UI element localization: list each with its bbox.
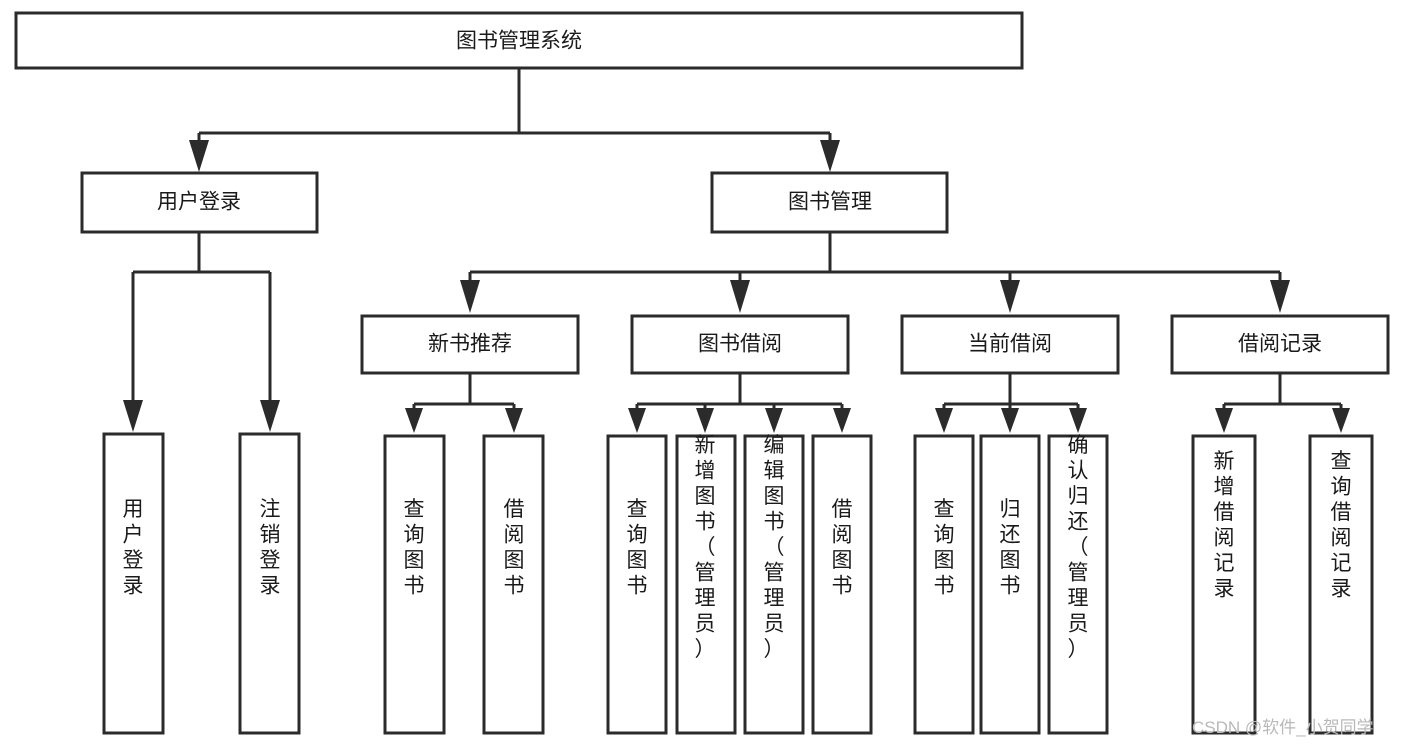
arrow-head-user-login <box>189 140 209 172</box>
node-leaf-edit-book-box[interactable] <box>743 434 805 735</box>
node-leaf-query-book-3-box[interactable] <box>913 434 975 735</box>
node-leaf-query-record[interactable]: 查询借阅记录 <box>1308 434 1374 735</box>
node-leaf-confirm-return-label: 确认归还（管理员） <box>1068 434 1089 661</box>
node-leaf-confirm-return[interactable]: 确认归还（管理员） <box>1047 434 1109 735</box>
node-leaf-user-login-box[interactable] <box>102 432 165 735</box>
node-new-book-recommend-box[interactable] <box>360 314 580 375</box>
node-book-management-label: 图书管理 <box>788 191 872 214</box>
node-leaf-borrow-book-1-box[interactable] <box>482 434 545 735</box>
node-leaf-user-login-label: 用户登录 <box>123 498 144 598</box>
node-root[interactable]: 图书管理系统 <box>14 11 1024 70</box>
node-leaf-query-record-box[interactable] <box>1308 434 1374 735</box>
node-leaf-edit-book[interactable]: 编辑图书（管理员） <box>743 434 805 735</box>
connector-layer <box>123 68 1350 433</box>
node-book-borrow-box[interactable] <box>630 314 850 375</box>
node-current-borrow[interactable]: 当前借阅 <box>900 314 1120 375</box>
node-leaf-query-book-3-label: 查询图书 <box>934 498 955 598</box>
node-borrow-record-label: 借阅记录 <box>1238 333 1322 356</box>
node-leaf-user-login[interactable]: 用户登录 <box>102 432 165 735</box>
arrow-head-leaf-return-book <box>1001 408 1019 433</box>
node-leaf-return-book-box[interactable] <box>979 434 1041 735</box>
node-book-management[interactable]: 图书管理 <box>710 171 949 234</box>
node-leaf-borrow-book-2-label: 借阅图书 <box>832 498 853 598</box>
node-leaf-query-book-1-box[interactable] <box>383 434 446 735</box>
node-leaf-borrow-book-2[interactable]: 借阅图书 <box>811 434 873 735</box>
node-leaf-return-book[interactable]: 归还图书 <box>979 434 1041 735</box>
node-leaf-user-logout-box[interactable] <box>238 432 301 735</box>
node-leaf-query-book-1-label: 查询图书 <box>404 498 425 598</box>
arrow-head-leaf-borrow-book-2 <box>833 408 851 433</box>
arrow-head-leaf-borrow-book-1 <box>505 408 523 433</box>
node-leaf-borrow-book-1[interactable]: 借阅图书 <box>482 434 545 735</box>
arrow-head-leaf-confirm-return <box>1069 408 1087 433</box>
node-leaf-query-book-2[interactable]: 查询图书 <box>606 434 668 735</box>
arrow-head-leaf-add-record <box>1215 408 1233 433</box>
node-leaf-return-book-label: 归还图书 <box>1000 498 1021 598</box>
node-current-borrow-box[interactable] <box>900 314 1120 375</box>
arrow-head-leaf-edit-book <box>765 408 783 433</box>
node-book-management-box[interactable] <box>710 171 949 234</box>
node-leaf-confirm-return-box[interactable] <box>1047 434 1109 735</box>
node-current-borrow-label: 当前借阅 <box>968 333 1052 356</box>
arrow-head-book-management <box>820 140 840 172</box>
node-leaf-query-book-3[interactable]: 查询图书 <box>913 434 975 735</box>
node-leaf-query-record-label: 查询借阅记录 <box>1331 450 1352 601</box>
node-leaf-add-record-box[interactable] <box>1191 434 1257 735</box>
arrow-head-leaf-query-record <box>1332 408 1350 433</box>
watermark-text: CSDN @软件_小贺同学 <box>1192 718 1374 737</box>
node-borrow-record-box[interactable] <box>1170 314 1390 375</box>
node-leaf-user-logout-label: 注销登录 <box>260 498 281 598</box>
arrow-head-leaf-query-book-2 <box>628 408 646 433</box>
arrow-head-leaf-user-login <box>123 400 143 432</box>
node-book-borrow[interactable]: 图书借阅 <box>630 314 850 375</box>
node-user-login-label: 用户登录 <box>157 191 241 214</box>
node-leaf-add-book[interactable]: 新增图书（管理员） <box>675 434 737 735</box>
node-leaf-query-book-2-box[interactable] <box>606 434 668 735</box>
node-new-book-recommend[interactable]: 新书推荐 <box>360 314 580 375</box>
node-leaf-query-book-1[interactable]: 查询图书 <box>383 434 446 735</box>
arrow-head-leaf-query-book-1 <box>405 408 423 433</box>
leaf-layer: 用户登录 注销登录 查询图书 借阅图书 查询图书 新增图书（管理员） <box>102 432 1374 735</box>
arrow-head-book-borrow <box>730 280 750 313</box>
arrow-head-leaf-query-book-3 <box>935 408 953 433</box>
node-leaf-add-book-label: 新增图书（管理员） <box>695 434 716 661</box>
node-root-box[interactable] <box>14 11 1024 70</box>
node-leaf-user-logout[interactable]: 注销登录 <box>238 432 301 735</box>
node-leaf-add-book-box[interactable] <box>675 434 737 735</box>
node-user-login[interactable]: 用户登录 <box>80 171 319 234</box>
arrow-head-leaf-add-book <box>696 408 714 433</box>
arrow-head-borrow-record <box>1270 280 1290 313</box>
node-leaf-borrow-book-1-label: 借阅图书 <box>504 498 525 598</box>
node-root-label: 图书管理系统 <box>456 30 582 53</box>
node-book-borrow-label: 图书借阅 <box>698 333 782 356</box>
node-user-login-box[interactable] <box>80 171 319 234</box>
node-new-book-recommend-label: 新书推荐 <box>428 333 512 356</box>
node-leaf-query-book-2-label: 查询图书 <box>627 498 648 598</box>
node-borrow-record[interactable]: 借阅记录 <box>1170 314 1390 375</box>
arrow-head-leaf-user-logout <box>260 400 280 432</box>
node-leaf-borrow-book-2-box[interactable] <box>811 434 873 735</box>
node-leaf-add-record-label: 新增借阅记录 <box>1214 450 1235 601</box>
node-leaf-edit-book-label: 编辑图书（管理员） <box>764 434 785 661</box>
arrow-head-new-book-recommend <box>460 280 480 313</box>
arrow-head-current-borrow <box>1000 280 1020 313</box>
node-leaf-add-record[interactable]: 新增借阅记录 <box>1191 434 1257 735</box>
